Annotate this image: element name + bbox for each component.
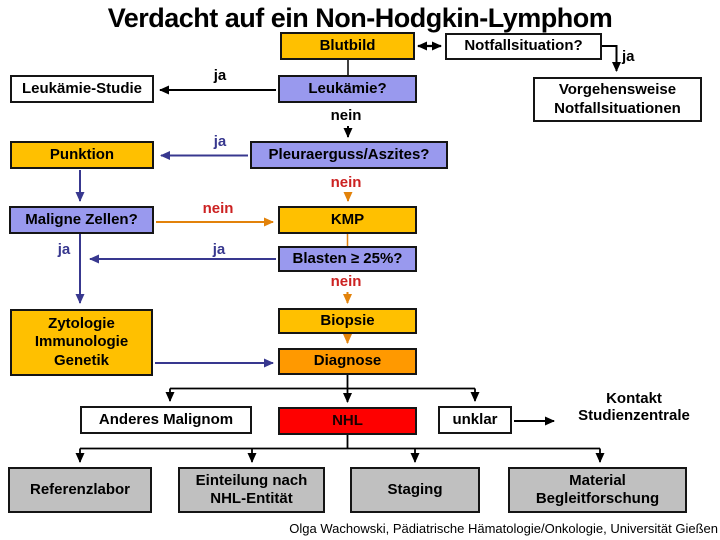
edge-label-nein-maligne-zellen: nein: [202, 200, 234, 217]
node-vorgehensweise-notfallsituationen: Vorgehensweise Notfallsituationen: [533, 77, 702, 122]
edge-notfallsituation-vorgehensweise: [602, 45, 621, 72]
node-material-begleitforschung: Material Begleitforschung: [508, 467, 687, 513]
edge-label-ja-maligne-zellen: ja: [57, 241, 71, 258]
edge-label-ja-leukaemie-studie: ja: [213, 67, 227, 84]
edge-label-ja-punktion: ja: [213, 133, 227, 150]
edge-diagnose-branch-trunk: [170, 375, 475, 390]
node-zytologie-immunologie-genetik: Zytologie Immunologie Genetik: [10, 309, 153, 376]
node-einteilung-nhl-entitaet: Einteilung nach NHL-Entität: [178, 467, 325, 513]
node-unklar: unklar: [438, 406, 512, 434]
edge-label-nein-leukaemie: nein: [330, 107, 362, 124]
slide-footer-credit: Olga Wachowski, Pädiatrische Hämatologie…: [289, 521, 718, 536]
node-punktion: Punktion: [10, 141, 154, 169]
edge-label-ja-blasten: ja: [212, 241, 226, 258]
edge-nhl-branch-trunk: [80, 435, 600, 450]
edge-label-nein-pleuraerguss: nein: [330, 174, 362, 191]
node-biopsie: Biopsie: [278, 308, 417, 334]
node-staging: Staging: [350, 467, 480, 513]
node-blutbild: Blutbild: [280, 32, 415, 60]
node-kmp: KMP: [278, 206, 417, 234]
kontakt-studienzentrale-text: Kontakt Studienzentrale: [578, 390, 690, 424]
node-pleuraerguss-aszites: Pleuraerguss/Aszites?: [250, 141, 448, 169]
node-blasten-25-prozent: Blasten ≥ 25%?: [278, 246, 417, 272]
node-leukaemie-frage: Leukämie?: [278, 75, 417, 103]
node-referenzlabor: Referenzlabor: [8, 467, 152, 513]
node-notfallsituation: Notfallsituation?: [445, 33, 602, 60]
node-maligne-zellen: Maligne Zellen?: [9, 206, 154, 234]
node-anderes-malignom: Anderes Malignom: [80, 406, 252, 434]
edge-label-nein-blasten: nein: [330, 273, 362, 290]
edge-label-ja-notfallsituation: ja: [622, 48, 635, 65]
node-diagnose: Diagnose: [278, 348, 417, 375]
slide-title: Verdacht auf ein Non-Hodgkin-Lymphom: [107, 3, 613, 33]
node-leukaemie-studie: Leukämie-Studie: [10, 75, 154, 103]
node-nhl: NHL: [278, 407, 417, 435]
